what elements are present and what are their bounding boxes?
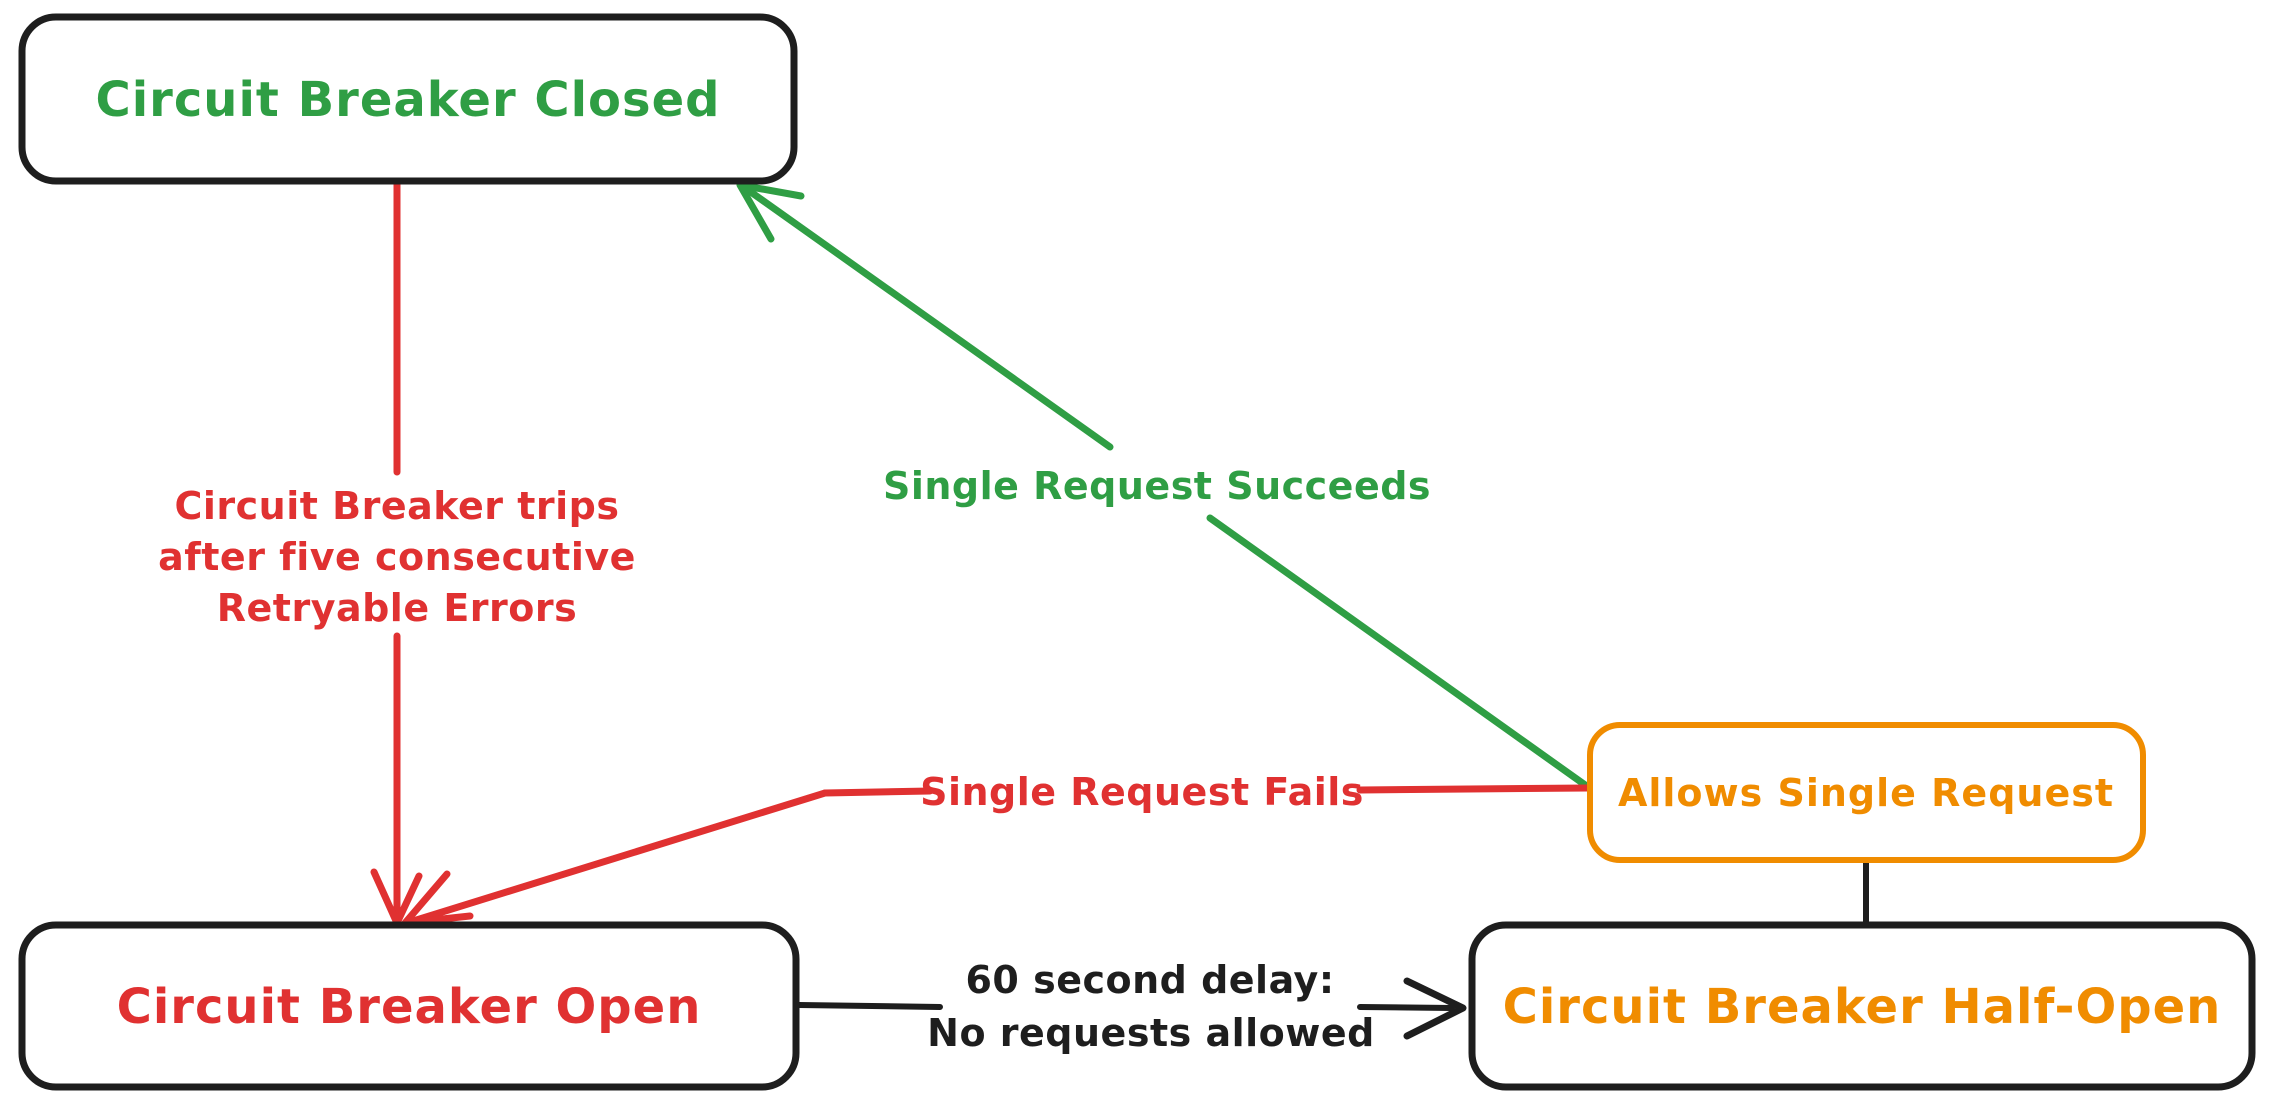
edge-succeeds-label: Single Request Succeeds [883, 464, 1431, 508]
edge-succeeds: Single Request Succeeds [736, 181, 1592, 791]
edge-delay-label-line1: 60 second delay: [965, 958, 1334, 1002]
edge-delay: 60 second delay: No requests allowed [796, 958, 1467, 1055]
edge-trip-label-line2: after five consecutive [158, 535, 636, 579]
edge-trip-label-line3: Retryable Errors [217, 586, 577, 630]
node-open-box [18, 921, 800, 1091]
node-circuit-breaker-half-open: Circuit Breaker Half-Open [1468, 921, 2256, 1091]
node-half-open-box [1468, 921, 2256, 1091]
edge-fails-line-mid [821, 787, 934, 797]
node-allows-box [1587, 722, 2146, 863]
edge-fails-line-right [1356, 784, 1592, 794]
edge-fails-line-diagonal [406, 789, 829, 926]
node-half-open-label: Circuit Breaker Half-Open [1503, 979, 2222, 1035]
edge-succeeds-line-upper [744, 186, 1114, 451]
node-circuit-breaker-closed: Circuit Breaker Closed [18, 13, 798, 185]
node-closed-box [18, 13, 798, 185]
edge-delay-line-left [796, 1002, 943, 1010]
edge-delay-line-right [1357, 1004, 1455, 1011]
edge-succeeds-arrowhead [736, 181, 805, 243]
node-allows-single-request: Allows Single Request [1587, 722, 2146, 863]
edge-delay-label-line2: No requests allowed [927, 1011, 1375, 1055]
edge-fails: Single Request Fails [401, 770, 1592, 927]
node-allows-label: Allows Single Request [1618, 771, 2114, 815]
edge-trip-label-line1: Circuit Breaker trips [174, 484, 619, 528]
edge-fails-label: Single Request Fails [920, 770, 1364, 814]
node-closed-label: Circuit Breaker Closed [96, 72, 721, 128]
edge-delay-arrowhead [1403, 977, 1467, 1040]
edge-succeeds-line-lower [1206, 514, 1592, 791]
edge-trip: Circuit Breaker trips after five consecu… [158, 180, 636, 927]
node-circuit-breaker-open: Circuit Breaker Open [18, 921, 800, 1091]
node-open-label: Circuit Breaker Open [117, 979, 702, 1035]
